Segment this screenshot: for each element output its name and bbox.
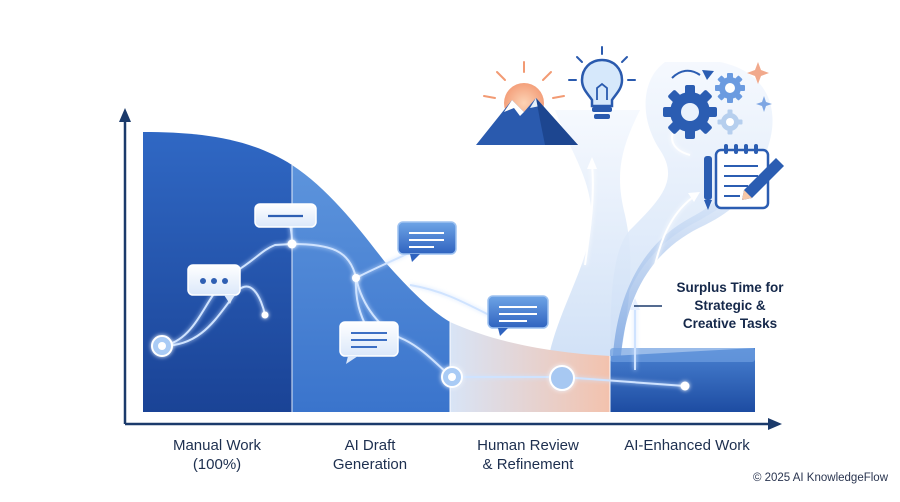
stage-label-manual: Manual Work (100%) — [172, 437, 262, 473]
node-small-1 — [261, 311, 269, 319]
end-node — [680, 381, 690, 391]
rising-streams — [548, 62, 773, 390]
sparkle-2 — [756, 96, 772, 112]
stage-label-draft: AI Draft Generation — [332, 437, 408, 473]
notepad-pencil-icon — [704, 144, 784, 210]
arrowhead-right — [688, 192, 700, 202]
chat-bubble-top — [254, 203, 317, 228]
human-review-area — [450, 322, 610, 412]
ai-enhanced-top-band — [610, 348, 755, 362]
lightbulb-icon — [568, 46, 636, 119]
node-divider — [287, 239, 297, 249]
flow-line-review — [409, 284, 496, 319]
ai-enhanced-area — [610, 348, 755, 412]
chat-bubble-typing — [187, 264, 241, 304]
gears-icon — [663, 62, 772, 139]
chat-bubble-draft-low — [339, 321, 399, 364]
chat-bubble-draft — [397, 221, 457, 262]
ai-draft-area — [292, 165, 450, 412]
x-axis-arrow — [768, 418, 782, 430]
arrowhead-left — [587, 157, 597, 169]
axes — [119, 108, 782, 430]
node-review-inner — [448, 373, 456, 381]
copyright-footer: © 2025 AI KnowledgeFlow — [752, 472, 888, 484]
flow-up-arrowhead — [630, 298, 640, 310]
node-refine — [549, 365, 575, 391]
mountain-sunrise-icon — [476, 61, 578, 145]
surplus-time-callout: Surplus Time for Strategic & Creative Ta… — [676, 280, 784, 331]
sparkle-1 — [747, 62, 769, 84]
start-node-inner — [158, 342, 166, 350]
y-axis-arrow — [119, 108, 131, 122]
stage-label-review: Human Review & Refinement — [477, 437, 579, 473]
right-stream — [610, 62, 773, 390]
stage-label-enhanced: AI-Enhanced Work — [624, 437, 750, 454]
flow-nodes — [151, 239, 690, 391]
node-draft — [352, 274, 360, 282]
chat-bubble-review — [487, 295, 549, 336]
